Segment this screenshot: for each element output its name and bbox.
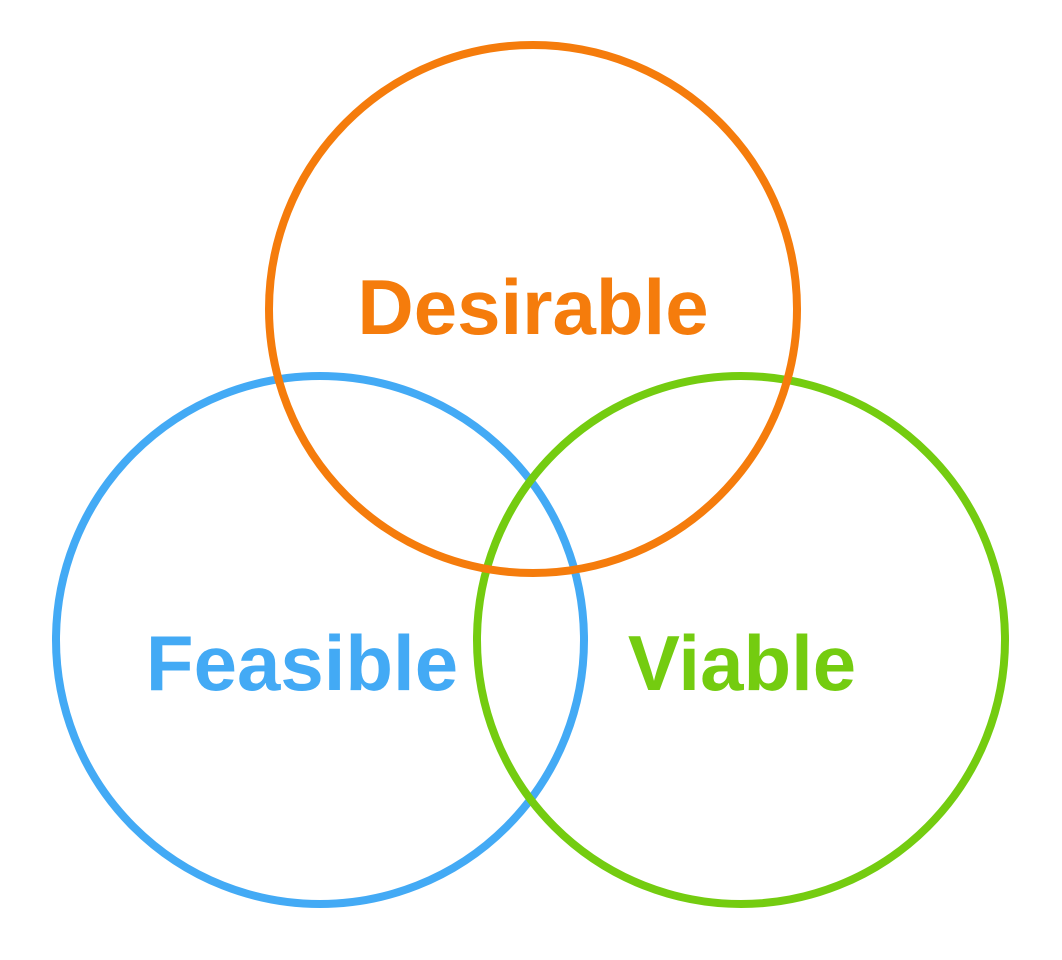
- feasible-circle: [52, 372, 588, 908]
- viable-circle: [473, 372, 1009, 908]
- viable-label: Viable: [628, 619, 856, 707]
- desirable-label: Desirable: [357, 263, 708, 351]
- feasible-label: Feasible: [146, 619, 458, 707]
- desirable-circle: [265, 41, 801, 577]
